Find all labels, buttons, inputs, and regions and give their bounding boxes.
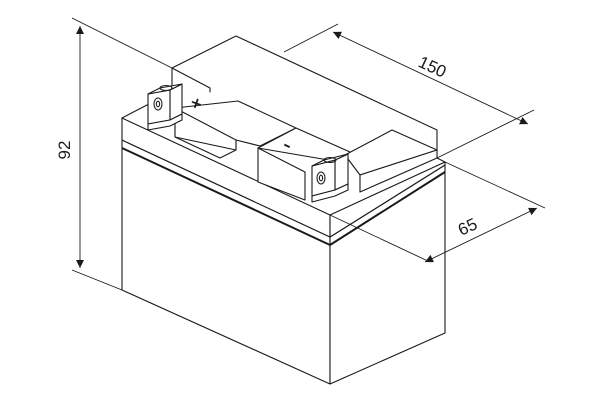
- height-ext-bottom: [71, 269, 123, 291]
- height-label: 92: [55, 141, 74, 160]
- positive-terminal-hole: [153, 97, 163, 111]
- negative-terminal-hole-inner: [318, 174, 324, 182]
- battery-body: [121, 139, 446, 385]
- width-ext-top: [444, 161, 546, 209]
- length-ext-front: [436, 109, 535, 159]
- width-label: 65: [455, 214, 480, 239]
- center-block: [174, 100, 438, 201]
- positive-symbol: +: [187, 92, 205, 113]
- center-block-front: [174, 107, 237, 151]
- negative-terminal-base: [311, 183, 349, 203]
- negative-terminal-hole: [316, 171, 326, 185]
- height-ext-top: [71, 17, 173, 69]
- height-dimension: 92: [55, 17, 173, 291]
- negative-terminal: [311, 153, 349, 203]
- positive-terminal: [147, 83, 183, 131]
- length-ext-back: [283, 23, 339, 53]
- positive-terminal-base: [147, 113, 183, 131]
- lid-seam-front: [121, 147, 331, 246]
- width-dim-line: [424, 207, 538, 263]
- lid-side: [329, 161, 446, 238]
- negative-block-front: [257, 147, 306, 201]
- length-dim-line: [332, 31, 529, 125]
- length-label: 150: [415, 52, 449, 81]
- positive-terminal-hole-inner: [155, 100, 161, 108]
- lid-step: [171, 67, 211, 93]
- negative-terminal-bolt-top: [323, 156, 337, 164]
- lid-seam-side: [329, 171, 446, 246]
- positive-terminal-top: [147, 83, 183, 95]
- width-ext-bottom: [329, 214, 431, 263]
- positive-terminal-bolt-top: [159, 84, 173, 92]
